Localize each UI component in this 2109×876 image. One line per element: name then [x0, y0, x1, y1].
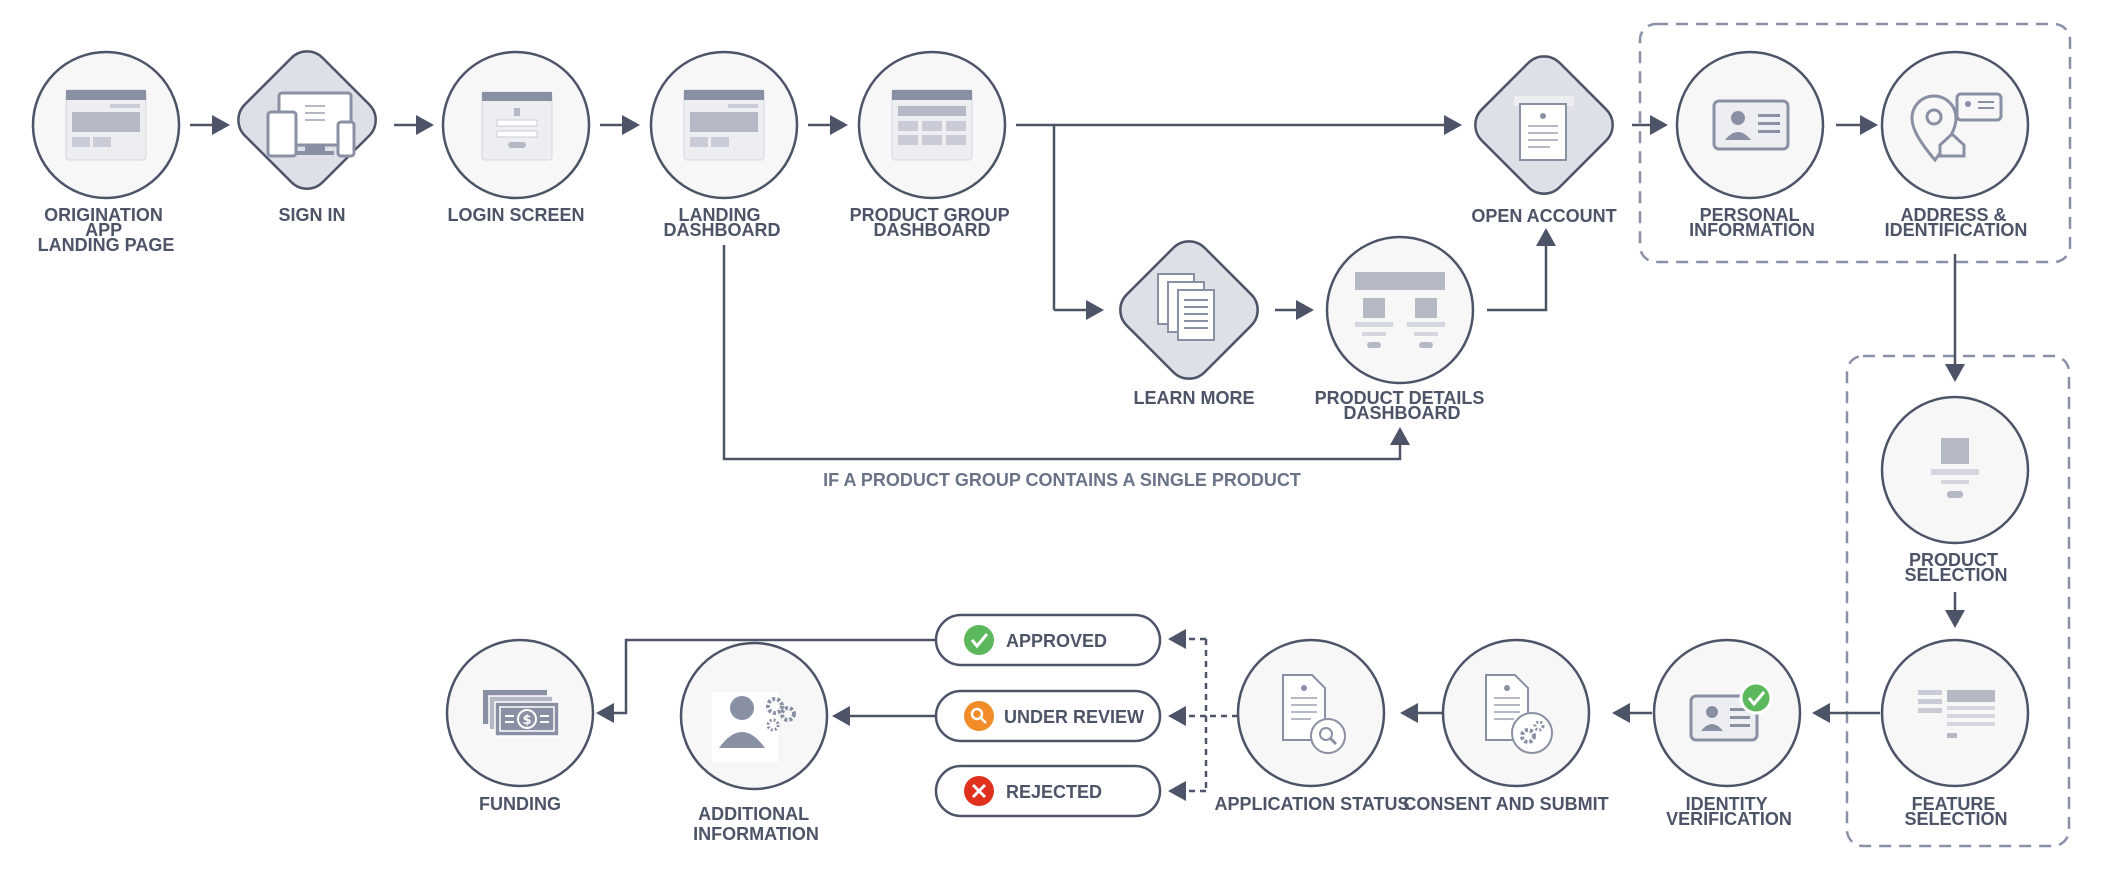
document-search-icon	[1282, 674, 1346, 754]
open-account-label: OPEN ACCOUNT	[1471, 206, 1616, 226]
product-details-dashboard-label: PRODUCT DETAILS DASHBOARD	[1315, 388, 1490, 423]
connectors	[190, 123, 1957, 793]
login-screen-label: LOGIN SCREEN	[447, 205, 584, 225]
personal-information-label: PERSONAL INFORMATION	[1689, 205, 1815, 240]
svg-text:$: $	[522, 713, 531, 728]
feature-selection-node[interactable]	[1880, 638, 2030, 788]
product-details-dashboard-node[interactable]	[1325, 235, 1475, 385]
learn-more-node[interactable]	[1111, 232, 1267, 388]
personal-information-node[interactable]	[1675, 50, 1825, 200]
selection-group	[1845, 354, 2071, 848]
additional-information-node[interactable]	[679, 641, 829, 791]
origination-label: ORIGINATION APP LANDING PAGE	[38, 205, 175, 255]
single-product-note: IF A PRODUCT GROUP CONTAINS A SINGLE PRO…	[823, 470, 1301, 490]
application-status-node[interactable]	[1236, 638, 1386, 788]
application-status-label: APPLICATION STATUS	[1215, 794, 1410, 814]
product-tile-icon	[1931, 438, 1979, 498]
product-selection-node[interactable]	[1880, 395, 2030, 545]
grid-dashboard-icon	[891, 89, 973, 161]
address-identification-node[interactable]	[1880, 50, 2030, 200]
node-labels: ORIGINATION APP LANDING PAGE SIGN IN LOG…	[38, 205, 2028, 844]
address-identification-label: ADDRESS & IDENTIFICATION	[1885, 205, 2028, 240]
funding-node[interactable]: $	[445, 638, 595, 788]
devices-icon	[266, 91, 356, 158]
document-gear-icon	[1485, 674, 1553, 754]
documents-icon	[1157, 273, 1215, 341]
money-icon: $	[483, 690, 560, 737]
consent-submit-node[interactable]	[1441, 638, 1591, 788]
additional-information-label: ADDITIONAL INFORMATION	[693, 804, 819, 844]
application-form-icon	[1514, 96, 1574, 161]
check-icon	[1739, 681, 1773, 715]
funding-label: FUNDING	[479, 794, 561, 814]
sign-in-node[interactable]	[229, 42, 385, 198]
personal-info-group	[1638, 22, 2072, 264]
product-details-icon	[1355, 272, 1445, 348]
product-selection-label: PRODUCT SELECTION	[1904, 550, 2007, 585]
id-card-icon	[1712, 99, 1790, 151]
person-gears-icon	[712, 692, 796, 762]
browser-window-icon	[65, 89, 147, 161]
arrowheads	[212, 115, 1965, 801]
product-group-dashboard-node[interactable]	[857, 50, 1007, 200]
learn-more-label: LEARN MORE	[1134, 388, 1255, 408]
login-form-icon	[481, 91, 553, 161]
feature-selection-label: FEATURE SELECTION	[1904, 794, 2007, 829]
rejected-pill[interactable]: REJECTED	[934, 764, 1162, 818]
open-account-node[interactable]	[1466, 47, 1622, 203]
login-screen-node[interactable]	[441, 50, 591, 200]
location-id-icon	[1910, 92, 2003, 163]
feature-list-icon	[1918, 690, 1995, 738]
product-group-dashboard-label: PRODUCT GROUP DASHBOARD	[850, 205, 1015, 240]
sign-in-label: SIGN IN	[278, 205, 345, 225]
under-review-label: UNDER REVIEW	[1004, 707, 1144, 727]
landing-dashboard-node[interactable]	[649, 50, 799, 200]
approved-pill[interactable]: APPROVED	[934, 613, 1162, 667]
identity-verification-label: IDENTITY VERIFICATION	[1666, 794, 1792, 829]
under-review-pill[interactable]: UNDER REVIEW	[934, 689, 1162, 743]
verified-id-icon	[1689, 681, 1773, 742]
consent-submit-label: CONSENT AND SUBMIT	[1403, 794, 1608, 814]
dashboard-icon	[683, 89, 765, 161]
check-circle-icon	[964, 625, 994, 655]
rejected-label: REJECTED	[1006, 782, 1102, 802]
search-circle-icon	[964, 701, 994, 731]
landing-dashboard-label: LANDING DASHBOARD	[664, 205, 781, 240]
origination-node[interactable]	[31, 50, 181, 200]
approved-label: APPROVED	[1006, 631, 1107, 651]
identity-verification-node[interactable]	[1652, 638, 1802, 788]
